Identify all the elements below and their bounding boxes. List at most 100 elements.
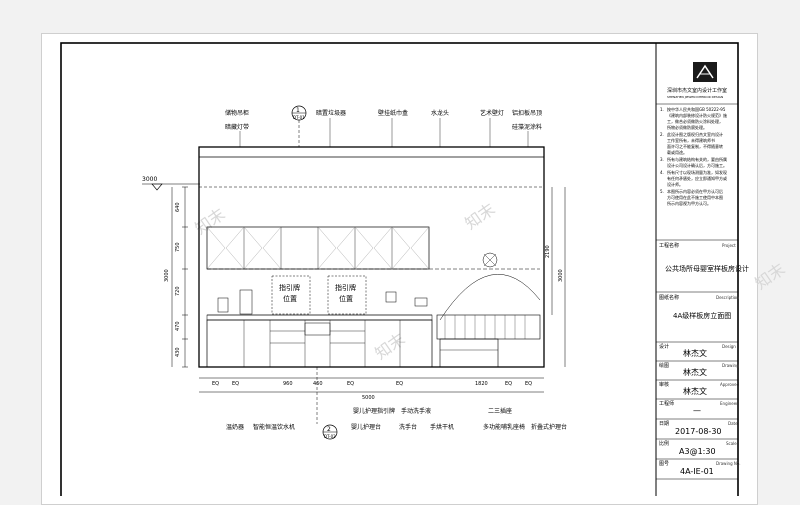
- notes-3: 《建筑内部装修设计防火规范》施: [667, 112, 727, 118]
- label-faucet: 水龙头: [431, 109, 449, 117]
- label-baby-care-sign: 婴儿护理指引牌: [353, 407, 395, 415]
- nursing-chair: [439, 338, 499, 368]
- svg-text:Design: Design: [722, 344, 736, 349]
- drawing-label-en: Description: [716, 295, 739, 300]
- label-hidden-light: 暗藏灯带: [225, 123, 249, 131]
- water-dispenser: [239, 289, 253, 315]
- svg-text:470: 470: [175, 321, 181, 331]
- sign-1-line-2: 位置: [283, 294, 297, 303]
- svg-text:林杰文: 林杰文: [683, 348, 707, 358]
- label-art-lamp: 艺术壁灯: [480, 109, 504, 117]
- studio-logo: [693, 62, 717, 82]
- notes-2: 按中华人民共和国GB 50222-95: [667, 106, 726, 112]
- project-label-en: Project: [722, 243, 736, 248]
- project-label: 工程名称: [659, 242, 679, 249]
- notes-6: 2.: [660, 132, 664, 137]
- counter-edge: [206, 314, 433, 321]
- svg-text:2017-08-30: 2017-08-30: [675, 427, 722, 436]
- left-dim-ticks: [182, 186, 188, 368]
- art-wall-lamp: [482, 252, 498, 268]
- sign-box-1: [271, 275, 311, 315]
- svg-text:审核: 审核: [659, 381, 669, 388]
- notes-17: 设计师。: [667, 181, 683, 187]
- label-socket: 二三插座: [488, 407, 512, 415]
- title-rows: 设计 Design 林杰文 绘图 Drawing 林杰文 审核 Approved…: [656, 341, 741, 480]
- label-wash-basin: 洗手台: [399, 423, 417, 431]
- svg-text:比例: 比例: [659, 440, 669, 447]
- changing-table-hatch: [444, 315, 526, 339]
- section-2-ref: DT-02: [324, 434, 336, 439]
- svg-text:—: —: [693, 406, 701, 415]
- notes-8: 工作室所有，未得建筑师书: [667, 137, 715, 143]
- svg-text:Date: Date: [728, 421, 738, 426]
- label-hand-soap: 手动洗手液: [401, 407, 431, 415]
- watermark-3: 知末: [461, 199, 498, 233]
- svg-text:绘图: 绘图: [659, 362, 669, 369]
- label-hand-dryer: 手烘干机: [430, 423, 454, 431]
- sign-1-line-1: 指引牌: [279, 283, 300, 292]
- room-outline: [198, 146, 545, 368]
- folding-changing-table: [436, 314, 541, 340]
- top-leaders: [239, 118, 529, 147]
- studio-name: 深圳市杰文室内设计工作室: [667, 87, 727, 94]
- label-trash: 暗置垃圾器: [316, 109, 346, 117]
- label-baby-care-table: 婴儿护理台: [351, 423, 381, 431]
- notes-7: 此设计图之版权归杰文室内设计: [667, 131, 723, 137]
- label-tissue-box: 壁挂纸巾盒: [378, 109, 408, 117]
- sign-2-line-1: 指引牌: [335, 283, 356, 292]
- project-name: 公共场所母婴室样板房设计: [665, 264, 749, 273]
- notes-13: 设计公司设计确认后，方可施工。: [667, 162, 727, 168]
- label-aluminum-ceiling: 铝扣板吊顶: [512, 109, 542, 117]
- svg-text:1820: 1820: [475, 381, 488, 387]
- hand-dryer: [385, 291, 397, 303]
- svg-text:3000: 3000: [164, 269, 170, 282]
- section-1-num: 1: [296, 107, 300, 114]
- left-dims: 640 750 720 470 430 3000: [164, 202, 181, 357]
- notes-1: 1.: [660, 107, 664, 112]
- studio-name-en: SHENZHEN JIEWEN INTERIOR DESIGN: [667, 95, 723, 99]
- svg-text:EQ: EQ: [347, 381, 354, 387]
- watermark-2: 知末: [371, 329, 408, 363]
- watermark-1: 知末: [191, 204, 228, 238]
- section-1-ref: DT-01: [293, 115, 305, 120]
- svg-text:640: 640: [175, 202, 181, 212]
- section-2-num: 2: [327, 426, 331, 433]
- wash-basin: [304, 322, 331, 336]
- svg-text:Scale: Scale: [726, 441, 737, 446]
- upper-cabinet-doors: [206, 226, 430, 270]
- drawing-label: 图纸名称: [659, 294, 679, 301]
- svg-text:750: 750: [175, 242, 181, 252]
- label-storage-cabinet: 储物吊柜: [225, 109, 249, 117]
- label-water-dispenser: 智能恒温饮水机: [253, 423, 295, 431]
- svg-text:3000: 3000: [558, 269, 564, 282]
- level-value: 3000: [142, 176, 157, 183]
- svg-text:A3@1:30: A3@1:30: [679, 447, 716, 456]
- svg-text:720: 720: [175, 286, 181, 296]
- svg-text:Approved: Approved: [720, 382, 740, 387]
- svg-text:图号: 图号: [659, 461, 669, 467]
- svg-text:EQ: EQ: [525, 381, 532, 387]
- svg-text:Drawing: Drawing: [722, 363, 739, 368]
- svg-text:日期: 日期: [659, 421, 669, 427]
- svg-text:Engineer: Engineer: [720, 401, 738, 406]
- notes-14: 4.: [660, 170, 664, 175]
- lower-cabinets: [206, 319, 433, 368]
- notes-9: 面许可之不能复制，不得随意转: [667, 143, 723, 149]
- notes-10: 载或用途。: [667, 149, 687, 155]
- svg-text:EQ: EQ: [232, 381, 239, 387]
- svg-text:960: 960: [283, 381, 293, 387]
- sign-box-2: [327, 275, 367, 315]
- svg-text:设计: 设计: [659, 343, 669, 350]
- drawing-border: [60, 42, 739, 496]
- notes-18: 5.: [660, 189, 664, 194]
- socket: [414, 297, 428, 307]
- right-dims: 2190 3000: [545, 245, 564, 282]
- notes-20: 方可使用在此不施工使用中本图: [667, 194, 723, 200]
- watermark-4: 知末: [751, 259, 788, 293]
- notes-21: 所示内容视为甲方认可。: [667, 200, 711, 206]
- label-folding-table: 折叠式护理台: [531, 423, 567, 431]
- notes-12: 所有与建筑结构有关的，要由所属: [667, 156, 727, 162]
- svg-text:工程师: 工程师: [659, 400, 674, 407]
- notes-19: 本图所示内容必须在甲方认可后: [667, 188, 723, 194]
